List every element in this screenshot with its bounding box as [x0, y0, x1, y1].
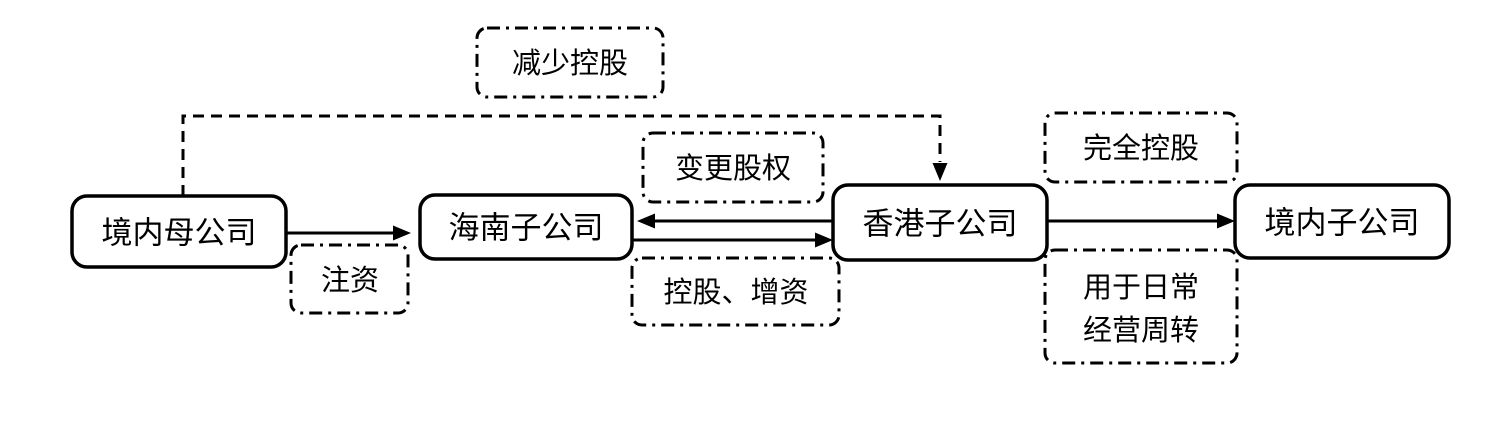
- label-capital-injection-box: [289, 243, 410, 315]
- label-daily-operations-text-line1: 用于日常: [1083, 271, 1199, 304]
- arrowhead-left-icon: [637, 213, 655, 229]
- label-reduce-holding-text: 减少控股: [512, 47, 628, 80]
- label-holding-capital-increase-box: [630, 256, 841, 327]
- dashed-connector-reduce-holding: [181, 114, 942, 196]
- node-hainan-subsidiary-label: 海南子公司: [449, 211, 604, 246]
- arrowhead-right-icon: [815, 232, 833, 248]
- node-domestic-subsidiary-box: [1233, 183, 1451, 260]
- node-hongkong-subsidiary-label: 香港子公司: [863, 207, 1018, 242]
- label-capital-injection-text: 注资: [321, 264, 379, 297]
- node-domestic-subsidiary-label: 境内子公司: [1265, 206, 1420, 241]
- arrowhead-right-icon: [393, 225, 411, 241]
- node-domestic-parent-box: [70, 194, 288, 269]
- label-daily-operations-text-line2: 经营周转: [1083, 314, 1199, 347]
- label-daily-operations-box: [1043, 248, 1239, 365]
- label-change-equity-box: [641, 131, 825, 204]
- node-domestic-parent-label: 境内母公司: [102, 216, 257, 251]
- arrowhead-down-icon: [932, 163, 948, 181]
- label-full-holding-text: 完全控股: [1083, 132, 1199, 165]
- label-holding-capital-increase-text: 控股、增资: [663, 276, 808, 309]
- label-change-equity-text: 变更股权: [675, 152, 791, 185]
- label-reduce-holding-box: [475, 26, 665, 99]
- node-hongkong-subsidiary-box: [831, 183, 1049, 262]
- label-full-holding-box: [1043, 111, 1239, 184]
- node-hainan-subsidiary-box: [418, 193, 634, 261]
- arrowhead-right-icon: [1217, 213, 1235, 229]
